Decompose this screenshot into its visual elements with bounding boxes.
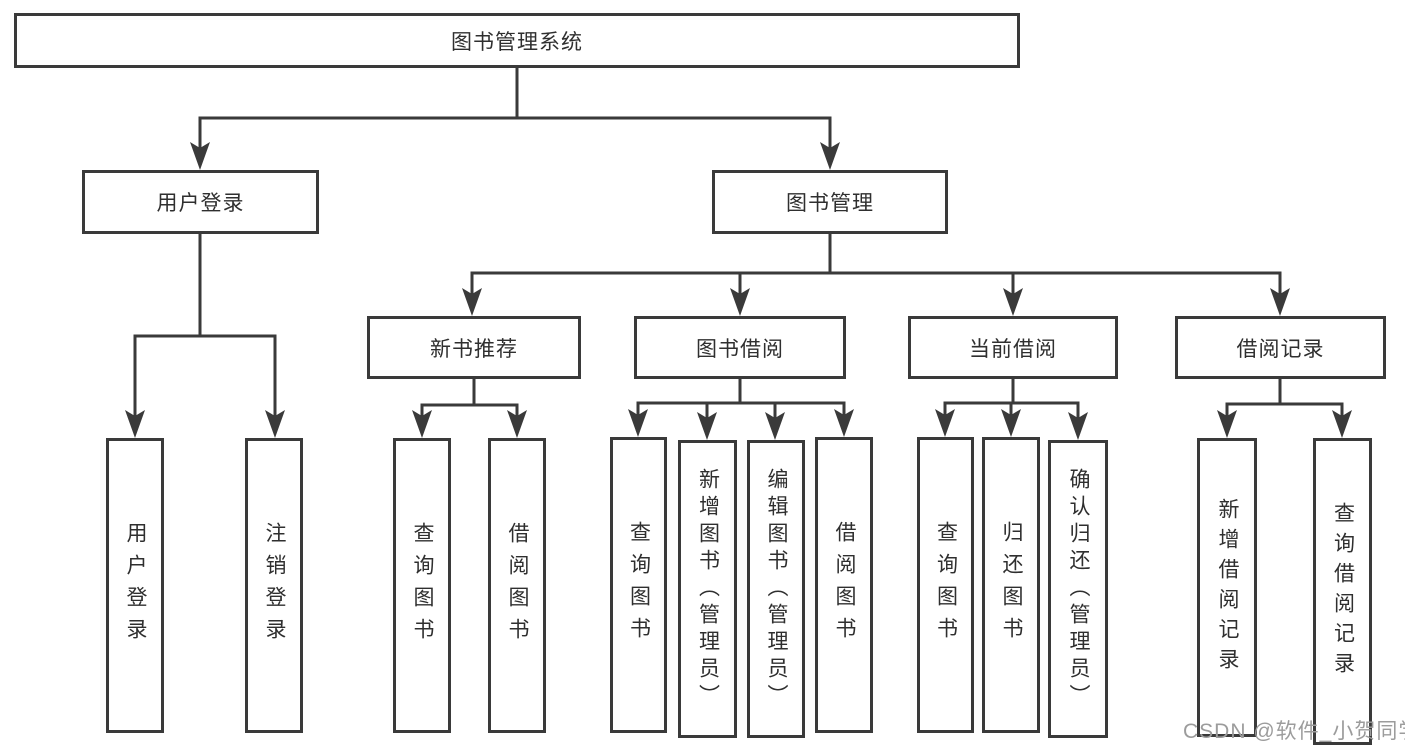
leaf-query-books-recommend: 查询图书: [393, 438, 451, 733]
connector-borrow-records-children: [1225, 377, 1344, 418]
arrowhead-icon: [1003, 288, 1023, 316]
node-label: 查询图书: [627, 521, 651, 649]
arrowhead-icon: [190, 142, 210, 170]
node-label: 图书管理系统: [451, 30, 583, 54]
connector-book-management-children: [470, 231, 1282, 296]
node-label: 编辑图书（管理员）: [765, 467, 788, 711]
arrowhead-icon: [412, 410, 432, 438]
node-book-borrowing: 图书借阅: [634, 316, 846, 379]
node-label: 借阅图书: [506, 521, 529, 650]
arrowhead-icon: [1068, 412, 1088, 440]
leaf-user-login: 用户登录: [106, 438, 164, 733]
node-library-management-system: 图书管理系统: [14, 13, 1020, 68]
csdn-watermark: CSDN @软件_小贺同学: [1183, 720, 1405, 743]
node-label: 借阅图书: [833, 521, 856, 649]
arrowhead-icon: [1001, 409, 1021, 437]
leaf-borrow-books: 借阅图书: [815, 437, 873, 733]
arrowhead-icon: [1270, 288, 1290, 316]
connector-user-login-children: [133, 231, 277, 418]
node-borrowing-records: 借阅记录: [1175, 316, 1386, 379]
leaf-borrow-books-recommend: 借阅图书: [488, 438, 546, 733]
node-label: 当前借阅: [969, 337, 1057, 361]
arrowhead-icon: [265, 410, 285, 438]
leaf-query-borrow-record: 查询借阅记录: [1313, 438, 1372, 745]
node-label: 查询图书: [411, 521, 434, 650]
arrowhead-icon: [1332, 410, 1352, 438]
arrowhead-icon: [935, 409, 955, 437]
node-label: 借阅记录: [1236, 337, 1325, 361]
node-label: 新增借阅记录: [1216, 497, 1239, 678]
leaf-query-books-borrow: 查询图书: [610, 437, 667, 733]
node-label: 新增图书（管理员）: [696, 467, 720, 711]
node-label: 图书借阅: [696, 337, 784, 361]
node-label: 用户登录: [124, 521, 147, 650]
arrowhead-icon: [730, 288, 750, 316]
arrowhead-icon: [834, 409, 854, 437]
node-label: 确认归还（管理员）: [1067, 467, 1090, 711]
connector-root-to-level2: [198, 66, 832, 150]
arrowhead-icon: [1217, 410, 1237, 438]
arrowhead-icon: [462, 288, 482, 316]
connector-current-borrow-children: [943, 377, 1080, 420]
leaf-edit-books-admin: 编辑图书（管理员）: [747, 440, 805, 738]
connector-book-borrow-children: [636, 377, 846, 420]
node-book-management: 图书管理: [712, 170, 948, 234]
leaf-logout: 注销登录: [245, 438, 303, 733]
node-label: 用户登录: [156, 192, 245, 215]
arrowhead-icon: [507, 410, 527, 438]
node-label: 查询图书: [934, 521, 958, 649]
node-user-login: 用户登录: [82, 170, 319, 234]
node-label: 图书管理: [786, 192, 874, 215]
arrowhead-icon: [820, 142, 840, 170]
node-label: 归还图书: [1000, 521, 1023, 649]
node-label: 查询借阅记录: [1331, 501, 1355, 682]
arrowhead-icon: [765, 412, 785, 440]
arrowhead-icon: [125, 410, 145, 438]
leaf-confirm-return-admin: 确认归还（管理员）: [1048, 440, 1108, 738]
node-label: 注销登录: [263, 521, 286, 650]
leaf-add-borrow-record: 新增借阅记录: [1197, 438, 1257, 737]
node-new-book-recommendation: 新书推荐: [367, 316, 581, 379]
arrowhead-icon: [697, 412, 717, 440]
connector-new-books-children: [420, 377, 519, 418]
leaf-add-books-admin: 新增图书（管理员）: [678, 440, 737, 738]
arrowhead-icon: [628, 409, 648, 437]
node-current-borrowing: 当前借阅: [908, 316, 1118, 379]
node-label: 新书推荐: [430, 337, 518, 361]
leaf-query-books-current: 查询图书: [917, 437, 974, 733]
leaf-return-books: 归还图书: [982, 437, 1040, 733]
